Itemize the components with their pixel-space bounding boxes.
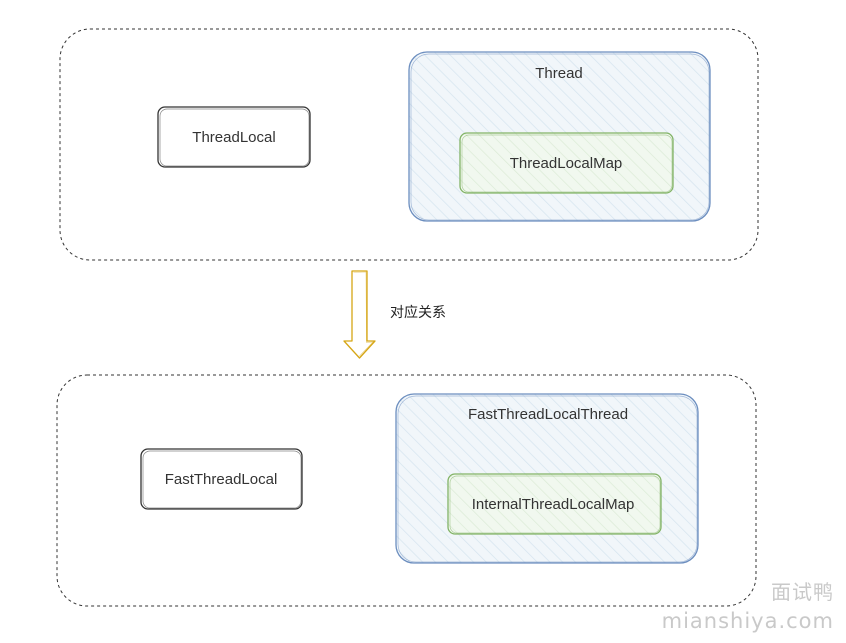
internalthreadlocalmap-box[interactable]: InternalThreadLocalMap	[447, 473, 662, 535]
watermark: 面试鸭 mianshiya.com	[662, 580, 834, 633]
arrow-down-icon	[343, 270, 376, 359]
correspondence-arrow: 对应关系	[343, 270, 446, 359]
fastthreadlocal-label: FastThreadLocal	[165, 471, 278, 488]
watermark-line1: 面试鸭	[771, 580, 834, 604]
internalthreadlocalmap-label: InternalThreadLocalMap	[472, 496, 635, 513]
arrow-label: 对应关系	[390, 304, 446, 321]
fastthreadlocal-box[interactable]: FastThreadLocal	[140, 448, 303, 510]
top-group: ThreadLocal Thread ThreadLocalMap	[59, 28, 759, 261]
threadlocal-box[interactable]: ThreadLocal	[157, 106, 311, 168]
threadlocalmap-box[interactable]: ThreadLocalMap	[459, 132, 674, 194]
bottom-dashed-frame	[56, 374, 757, 607]
threadlocalmap-label: ThreadLocalMap	[510, 155, 623, 172]
bottom-group: FastThreadLocal FastThreadLocalThread In…	[56, 374, 757, 607]
top-dashed-frame	[59, 28, 759, 261]
watermark-line2: mianshiya.com	[662, 609, 834, 633]
fastthreadlocalthread-label: FastThreadLocalThread	[468, 406, 628, 423]
thread-label: Thread	[535, 65, 583, 82]
threadlocal-label: ThreadLocal	[192, 129, 275, 146]
